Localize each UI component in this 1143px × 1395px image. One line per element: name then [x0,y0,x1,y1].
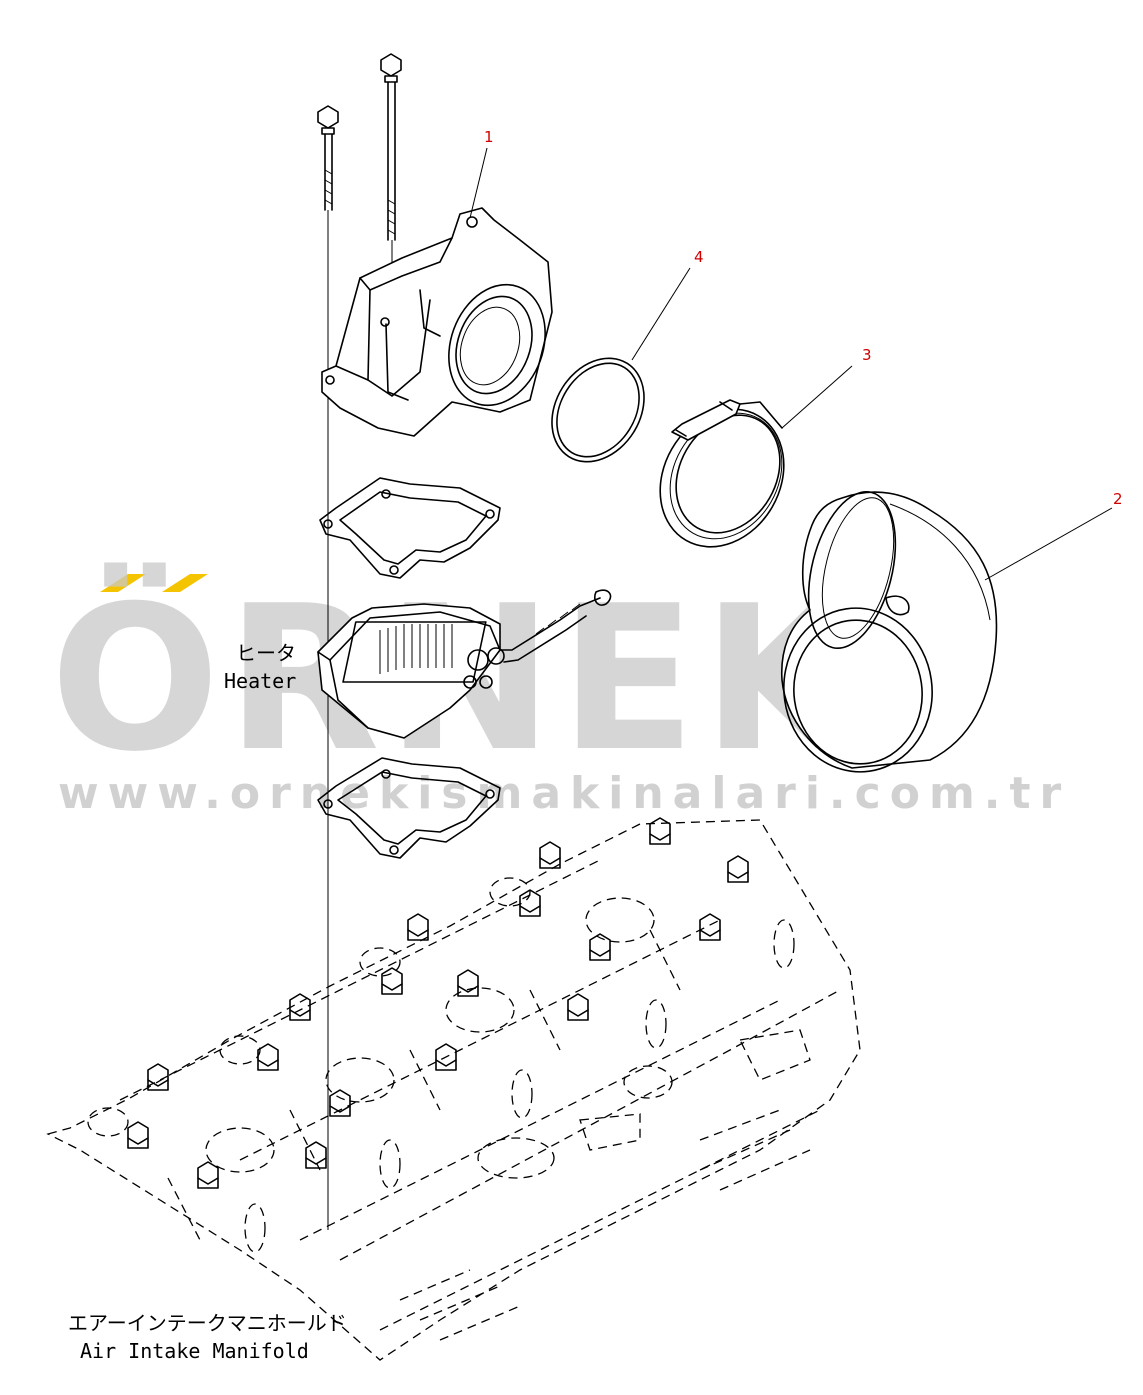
umlaut-right-accent [162,574,208,592]
heater-label-en: Heater [224,669,296,693]
umlaut-left-accent [100,574,146,592]
callout-3: 3 [862,346,872,364]
o-ring [551,357,645,463]
manifold-label-jp: エアーインテークマニホールド [68,1311,347,1335]
callout-4: 4 [694,248,704,266]
leader-2 [984,507,1113,581]
leader-4 [631,267,691,361]
callout-2: 2 [1113,490,1123,508]
head-bolts [127,817,749,1189]
lower-gasket [317,757,501,859]
leader-lines [469,147,1113,581]
watermark-url: www.ornekismakinalari.com.tr [58,768,1070,819]
v-band-clamp [659,399,785,548]
heater-label-jp: ヒータ [236,641,296,665]
leader-3 [781,365,853,429]
bolt-long [380,53,402,241]
bolt-short [317,105,339,211]
callout-1: 1 [484,128,494,146]
manifold-label-en: Air Intake Manifold [80,1339,309,1363]
upper-gasket [319,477,501,579]
air-intake-connector [321,207,553,437]
heater [317,589,612,739]
leader-1 [469,147,488,219]
cylinder-head [46,819,861,1361]
intake-elbow-pipe [780,490,998,773]
